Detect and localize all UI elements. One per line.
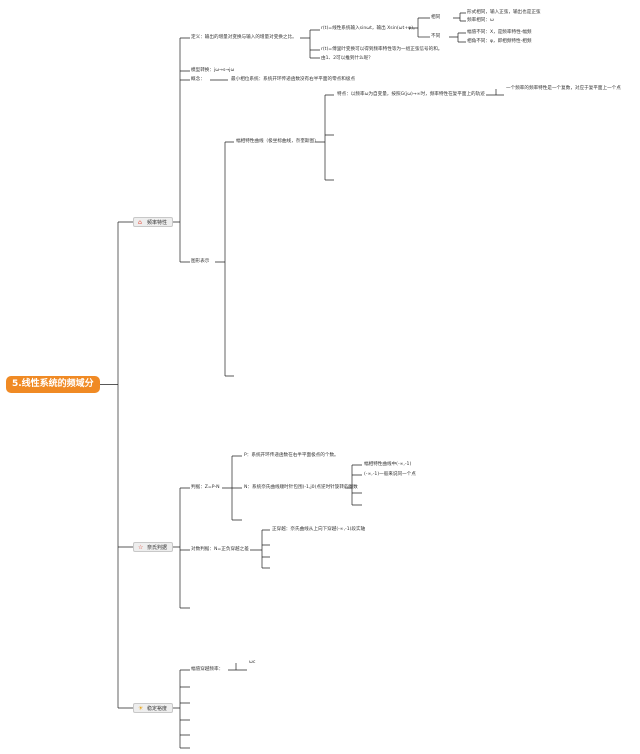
topic-sin-input[interactable]: r(t)=线性系统输入sinωt，输出 Xsin(ωt+φ)。 <box>321 26 418 31</box>
topic-same[interactable]: 相同 <box>431 15 441 20</box>
topic-n-point[interactable]: (-∞,-1)一般来说同一个点 <box>364 472 416 477</box>
topic-graph[interactable]: 图形表示 <box>191 259 210 264</box>
topic-polar-plot[interactable]: 幅相特性曲线（极坐标曲线，奈奎斯图） <box>236 139 319 144</box>
topic-p-definition[interactable]: P：系统开环传递函数在右半平面极点的个数。 <box>244 453 339 458</box>
topic-criterion-zpn[interactable]: 判据：Z=P-N <box>191 485 220 490</box>
topic-log-criterion[interactable]: 对数判据：N=正负穿越之差 <box>191 547 249 552</box>
topic-diff-phase[interactable]: 相角不同：φ，即相频特性-相频 <box>467 39 532 44</box>
topic-same-form[interactable]: 形式相同，输入正弦，输出也是正弦 <box>467 10 541 15</box>
topic-crossover-frequency[interactable]: 幅值穿越频率： <box>191 667 224 672</box>
topic-diff-amplitude[interactable]: 幅值不同：X，是频率特性-幅频 <box>467 30 532 35</box>
topic-question[interactable]: 由1、2可以推到什么呢？ <box>321 56 373 61</box>
branch-label: 奈氏判据 <box>147 545 168 551</box>
topic-n-segment[interactable]: 幅相特性曲线中(-∞,-1) <box>364 462 412 467</box>
branch-stability-margin[interactable]: ☀ 稳定裕度 <box>133 703 173 713</box>
branch-nyquist-criterion[interactable]: ☆ 奈氏判据 <box>133 542 173 552</box>
topic-definition[interactable]: 定义：输出的增量对变换与输入的增量对变换之比。 <box>191 35 297 40</box>
branch-label: 稳定裕度 <box>147 706 168 712</box>
topic-different[interactable]: 不同 <box>431 34 441 39</box>
topic-min-phase[interactable]: 最小相位系统：系统开环传递函数没有右半平面的零点和极点 <box>231 77 356 82</box>
topic-n-definition[interactable]: N：系统奈氏曲线顺时针包围(-1,j0)点逆时针旋转的圈数 <box>244 485 358 490</box>
sun-icon: ☀ <box>138 705 144 712</box>
topic-polar-point[interactable]: 一个频率的频率特性是一个复数，对应于复平面上一个点 <box>506 86 621 91</box>
house-icon: ⌂ <box>138 219 142 226</box>
root-topic[interactable]: 5.线性系统的频域分析 <box>6 376 100 406</box>
topic-polar-feature[interactable]: 特点：以频率ω为自变量，按照G(jω)→∞时，频率特性在复平面上的轨迹 <box>337 92 485 97</box>
topic-omega-c[interactable]: ωc <box>249 660 256 665</box>
topic-concept[interactable]: 概念： <box>191 77 205 82</box>
topic-positive-crossing[interactable]: 正穿越：奈氏曲线从上向下穿越(-∞,-1)段实轴 <box>272 527 366 532</box>
branch-label: 频率特性 <box>147 220 168 226</box>
topic-fourier[interactable]: r(t)=傅里叶变换可以得到频率特性等为一组正弦信号的和。 <box>321 47 443 52</box>
branch-frequency-characteristic[interactable]: ⌂ 频率特性 <box>133 217 173 227</box>
star-icon: ☆ <box>138 544 144 551</box>
topic-model-conversion[interactable]: 模型转换：jω→s→jω <box>191 68 235 73</box>
topic-same-frequency[interactable]: 频率相同：ω <box>467 18 494 23</box>
